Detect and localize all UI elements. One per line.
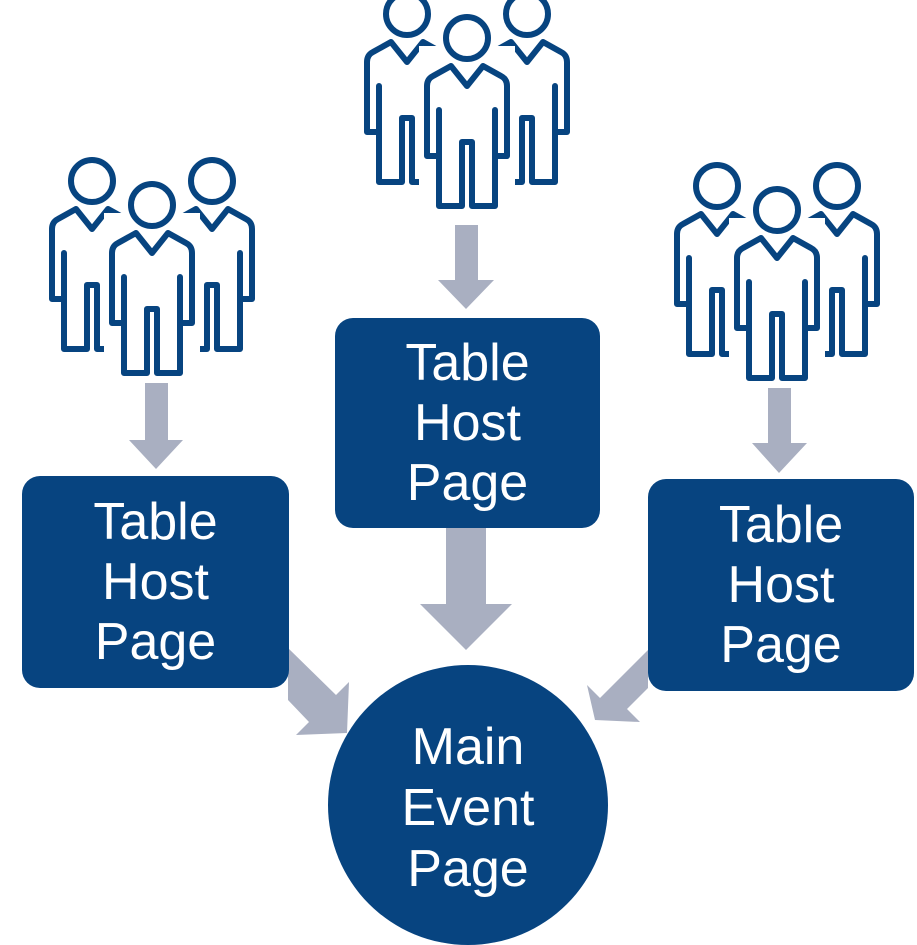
- host-page-label-center: Table Host Page: [405, 334, 530, 512]
- arrow-host-center-to-main: [420, 528, 512, 650]
- host-page-label-right: Table Host Page: [718, 496, 844, 674]
- arrow-host-left-to-main: [288, 648, 349, 735]
- host-page-box-left: Table Host Page: [22, 476, 289, 688]
- arrow-group-center-to-host-center: [438, 225, 494, 309]
- host-page-box-center: Table Host Page: [335, 318, 600, 528]
- people-group-icon-center: [367, 0, 567, 216]
- arrow-group-left-to-host-left: [129, 383, 183, 469]
- main-event-label: Main Event Page: [401, 717, 535, 898]
- main-event-circle: Main Event Page: [328, 665, 608, 945]
- people-group-icon-right: [677, 165, 877, 388]
- host-page-label-left: Table Host Page: [93, 493, 218, 671]
- people-group-icon-left: [52, 160, 252, 383]
- arrow-group-right-to-host-right: [752, 388, 807, 473]
- arrow-host-right-to-main: [587, 650, 648, 722]
- host-page-box-right: Table Host Page: [648, 479, 914, 691]
